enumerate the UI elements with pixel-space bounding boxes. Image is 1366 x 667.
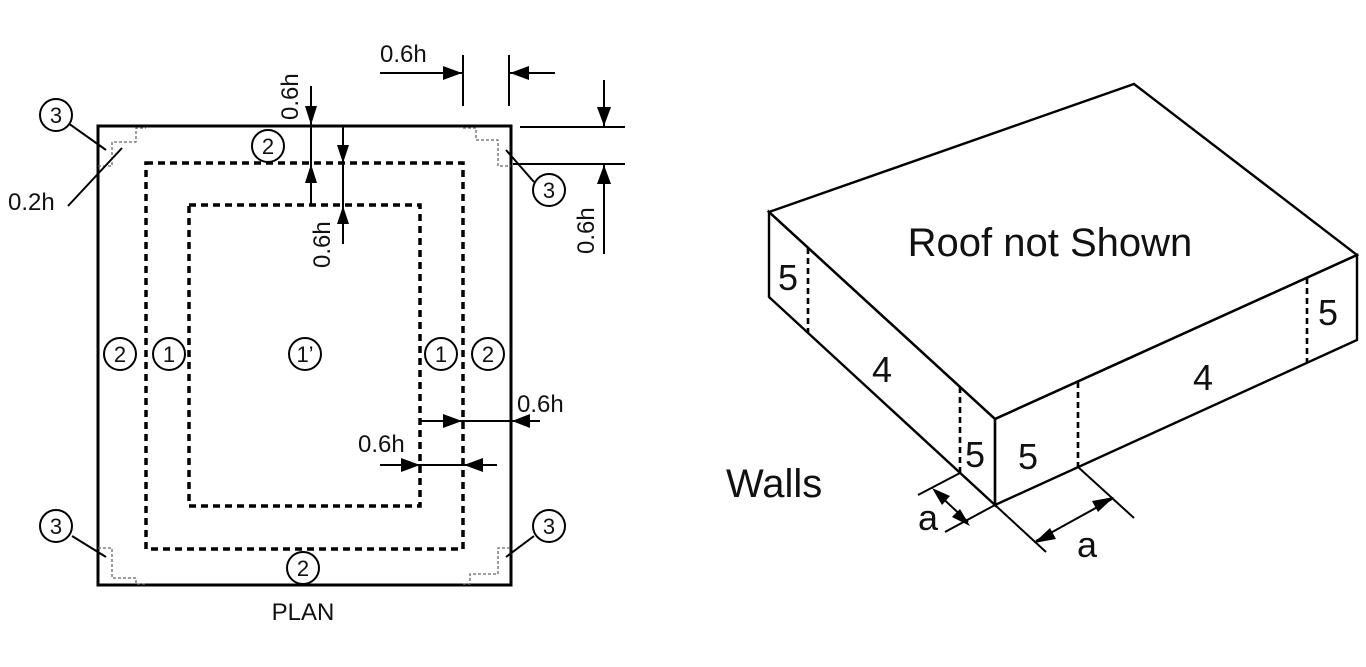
dim-label-right-outer: 0.6h bbox=[517, 391, 564, 418]
dim-label-top-right-h: 0.6h bbox=[380, 41, 427, 68]
corner-zone-tr bbox=[463, 127, 511, 167]
zone-circle bbox=[286, 551, 320, 585]
dim-arrow bbox=[401, 458, 420, 472]
leader-corner-tl bbox=[67, 122, 107, 151]
dim-arrow bbox=[952, 509, 970, 526]
zone-circle bbox=[103, 337, 137, 371]
zone-circle bbox=[152, 337, 186, 371]
corner-zone-br bbox=[463, 547, 511, 585]
zone-label-corner-tl: 3 bbox=[50, 103, 62, 128]
dim-arrow bbox=[443, 66, 462, 80]
zone-label-top-2: 2 bbox=[262, 134, 274, 159]
plan-zone-1-boundary bbox=[187, 203, 422, 508]
zone-label-left-2: 2 bbox=[114, 342, 126, 367]
dim-arrow bbox=[305, 164, 317, 183]
zone-circle bbox=[39, 98, 73, 132]
dim-arrow bbox=[443, 414, 462, 428]
zone-label-bottom-2: 2 bbox=[297, 556, 309, 581]
isometric-view: Roof not Shown Walls 5 4 5 5 4 5 a a bbox=[726, 82, 1360, 565]
corner-zone-bl bbox=[98, 547, 146, 585]
zone-4-left-long: 4 bbox=[872, 349, 892, 390]
dim-label-0-2h: 0.2h bbox=[8, 189, 55, 216]
dim-arrow bbox=[1092, 497, 1114, 512]
plan-caption: PLAN bbox=[272, 599, 335, 626]
zone-label-corner-tr: 3 bbox=[543, 178, 555, 203]
zone-circle bbox=[532, 173, 566, 207]
dim-label-top-inner: 0.6h bbox=[309, 221, 336, 268]
zone-label-center: 1’ bbox=[296, 342, 313, 367]
zone-label-corner-bl: 3 bbox=[50, 514, 62, 539]
zone-label-corner-br: 3 bbox=[543, 514, 555, 539]
dim-a-left-ext bbox=[944, 504, 996, 533]
dim-label-top-outer: 0.6h bbox=[277, 73, 304, 120]
dim-label-right-inner: 0.6h bbox=[358, 431, 405, 458]
leader-0-2h bbox=[67, 147, 123, 207]
plan-outer-boundary bbox=[96, 124, 513, 587]
dim-arrow bbox=[337, 145, 349, 163]
dim-arrow bbox=[305, 106, 317, 125]
zone-5-left-end: 5 bbox=[778, 257, 798, 298]
dim-arrow bbox=[597, 165, 611, 184]
roof-not-shown-label: Roof not Shown bbox=[908, 221, 1193, 265]
zone-5-left-corner: 5 bbox=[965, 434, 985, 475]
zone-label-right-1: 1 bbox=[435, 342, 447, 367]
zone-circle bbox=[251, 129, 285, 163]
zone-circle bbox=[532, 509, 566, 543]
dim-label-top-right-v: 0.6h bbox=[573, 207, 600, 254]
leader-corner-bl bbox=[71, 535, 107, 558]
dim-a-bottom-ext bbox=[1077, 466, 1135, 519]
leader-corner-br bbox=[505, 535, 535, 558]
zone-circle bbox=[288, 337, 322, 371]
leader-corner-tr bbox=[505, 149, 535, 183]
dim-arrow bbox=[464, 458, 483, 472]
zone-4-front-long: 4 bbox=[1193, 357, 1213, 398]
plan-view: 3 2 3 2 1 1’ 1 2 3 3 2 0.2h 0.6h 0.6h 0.… bbox=[8, 41, 625, 626]
zone-label-left-1: 1 bbox=[163, 342, 175, 367]
dim-arrow bbox=[597, 107, 611, 126]
dim-a-left-ext bbox=[917, 472, 961, 496]
zone-5-right-end: 5 bbox=[1318, 292, 1338, 333]
dim-arrow bbox=[510, 66, 529, 80]
zone-circle bbox=[39, 509, 73, 543]
dim-arrow bbox=[932, 488, 950, 505]
corner-zone-tl bbox=[98, 127, 146, 167]
plan-zone-2-boundary bbox=[144, 161, 465, 551]
zone-label-right-2: 2 bbox=[482, 342, 494, 367]
dim-a-bottom-label: a bbox=[1077, 524, 1098, 565]
dim-arrow bbox=[337, 206, 349, 224]
front-wall bbox=[993, 253, 1359, 507]
dim-arrow bbox=[512, 414, 530, 428]
dim-a-left-label: a bbox=[918, 497, 939, 538]
dim-arrow bbox=[1034, 528, 1056, 543]
walls-label: Walls bbox=[726, 462, 822, 506]
zone-5-front-corner: 5 bbox=[1018, 436, 1038, 477]
dim-a-bottom-ext bbox=[994, 504, 1047, 553]
zone-circle bbox=[424, 337, 458, 371]
zone-circle bbox=[471, 337, 505, 371]
